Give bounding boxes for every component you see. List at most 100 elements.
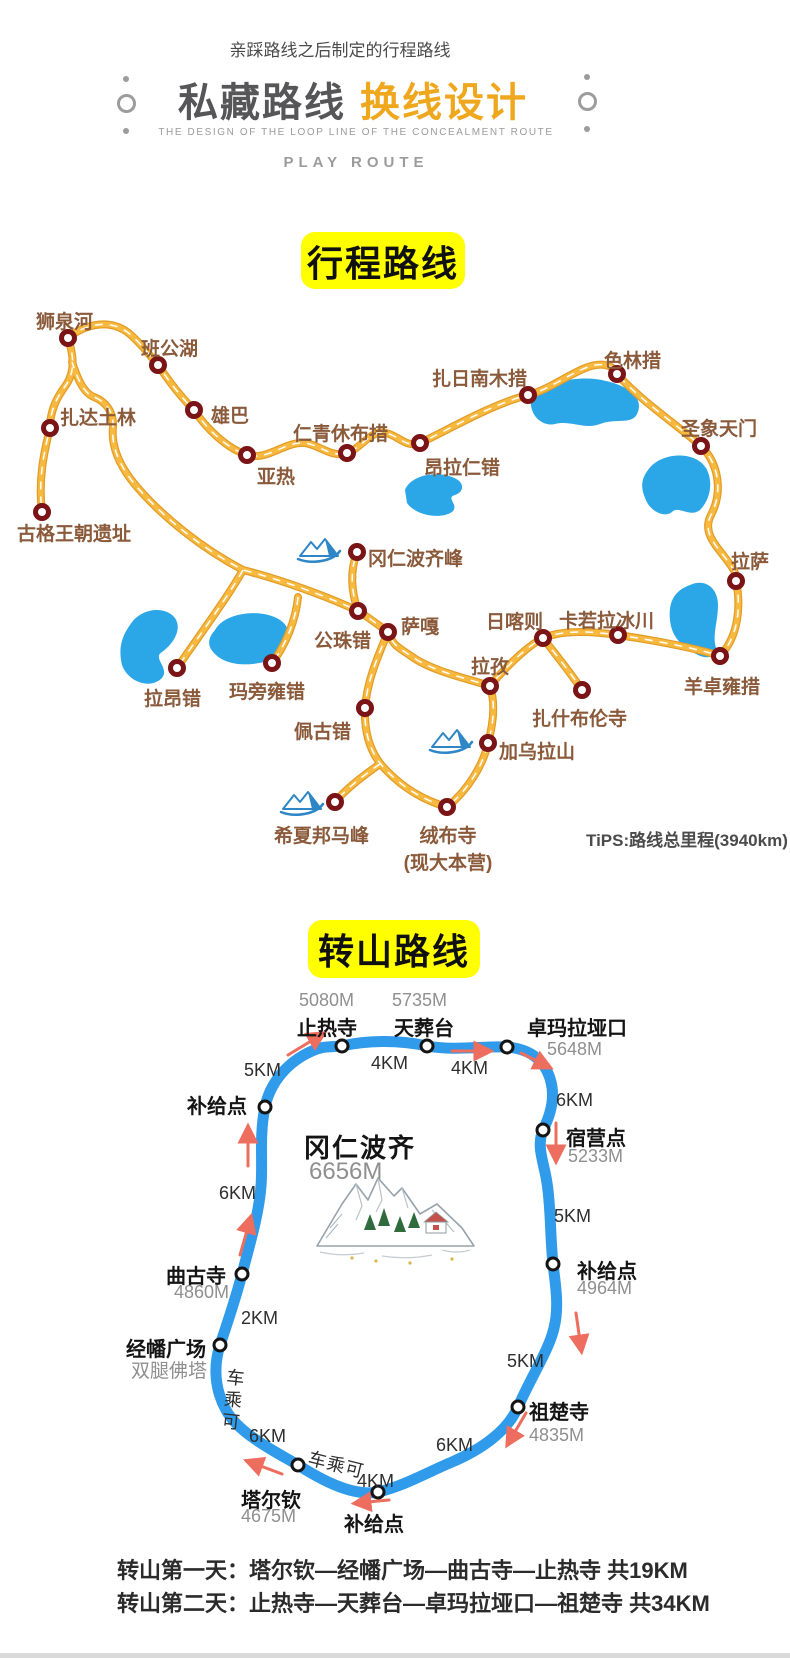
map1-location-label: 拉昂错	[144, 689, 202, 710]
station-altitude: 4860M	[174, 1282, 230, 1302]
station-altitude: 4835M	[529, 1425, 585, 1445]
kora-direction-arrows	[236, 1031, 590, 1513]
map1-nodes	[33, 329, 745, 816]
route-node	[348, 543, 366, 561]
peak-name: 冈仁波齐	[304, 1133, 417, 1163]
distance-label: 2KM	[241, 1308, 279, 1328]
distance-label: 5KM	[554, 1206, 592, 1226]
route-node	[356, 699, 374, 717]
ornament-dot	[584, 74, 590, 80]
ornament-ring	[578, 92, 597, 111]
station-label: 曲古寺	[166, 1266, 226, 1288]
kora-node	[370, 1484, 386, 1500]
route-node	[41, 419, 59, 437]
distance-label: 4KM	[357, 1471, 395, 1491]
station-label: 宿营点	[566, 1128, 626, 1150]
station-altitude: 5233M	[568, 1146, 624, 1166]
map1-location-label: 古格王朝遗址	[17, 524, 132, 545]
route-node	[711, 647, 729, 665]
map1-location-label: 羊卓雍措	[684, 677, 761, 698]
station-label: 补给点	[344, 1514, 404, 1536]
route-node	[59, 329, 77, 347]
ornament-ring	[117, 94, 136, 113]
kora-node	[234, 1266, 250, 1282]
route-node	[573, 681, 591, 699]
route-node	[519, 386, 537, 404]
distance-label: 5KM	[244, 1060, 282, 1080]
route-node	[438, 798, 456, 816]
header-tagline: 亲踩路线之后制定的行程路线	[229, 41, 451, 60]
kora-node	[257, 1099, 273, 1115]
kora-node	[334, 1038, 350, 1054]
station-label: 天葬台	[394, 1018, 454, 1040]
mountain-icon	[279, 790, 325, 817]
ornament-dot	[123, 76, 129, 82]
kora-node	[510, 1399, 526, 1415]
station-label: 塔尔钦	[241, 1490, 301, 1512]
route-node	[379, 623, 397, 641]
map1-location-label: 玛旁雍错	[229, 682, 306, 703]
station-subtitle: 双腿佛塔	[131, 1361, 208, 1382]
station-label: 补给点	[187, 1096, 247, 1118]
station-label: 止热寺	[297, 1018, 357, 1040]
map1-tips: TiPS:路线总里程(3940km)	[586, 831, 788, 850]
kailash-illustration	[316, 1177, 475, 1265]
station-label: 补给点	[577, 1261, 637, 1283]
map1-location-label: 加乌拉山	[499, 742, 576, 763]
route-node	[349, 602, 367, 620]
map1-location-label: 希夏邦马峰	[274, 826, 370, 847]
distance-label: 6KM	[249, 1426, 287, 1446]
map1-location-label: 拉孜	[471, 657, 510, 678]
route-node	[185, 401, 203, 419]
distance-label: 4KM	[371, 1053, 409, 1073]
route-node	[33, 503, 51, 521]
map1-location-label: 班公湖	[141, 339, 199, 360]
map1-location-label: 拉萨	[731, 552, 770, 573]
route-node	[149, 356, 167, 374]
title-accent: 换线设计	[360, 81, 528, 125]
map1-title: 行程路线	[306, 242, 459, 284]
route-node	[479, 734, 497, 752]
route-node	[481, 677, 499, 695]
title-main: 私藏路线	[178, 81, 346, 125]
station-altitude: 5080M	[299, 990, 355, 1010]
map2-title-badge: 转山路线	[308, 920, 480, 978]
distance-label: 6KM	[556, 1090, 594, 1110]
ornament-dot	[123, 128, 129, 134]
station-altitude: 4964M	[577, 1278, 633, 1298]
ornament-dot	[584, 126, 590, 132]
kora-node	[419, 1038, 435, 1054]
map1-location-label: 色林措	[604, 351, 662, 372]
map1-location-label: 仁青休布措	[293, 424, 389, 445]
map1-location-label: 狮泉河	[36, 312, 94, 333]
distance-label: 4KM	[451, 1058, 489, 1078]
map1-location-label: 萨嘎	[401, 617, 440, 638]
map1-location-label: 昂拉仁错	[424, 458, 501, 479]
kora-route	[210, 1036, 563, 1499]
kora-node	[499, 1039, 515, 1055]
kora-node	[290, 1457, 306, 1473]
route-node	[609, 626, 627, 644]
map1-location-label: 佩古错	[294, 722, 352, 743]
kora-node	[545, 1256, 561, 1272]
station-altitude: 4675M	[241, 1506, 297, 1526]
header-subtitle-en: THE DESIGN OF THE LOOP LINE OF THE CONCE…	[158, 127, 554, 138]
station-label: 祖楚寺	[529, 1402, 589, 1424]
kora-node	[212, 1337, 228, 1353]
mountain-icon	[428, 728, 474, 755]
station-label: 经幡广场	[126, 1339, 206, 1361]
map2-nodes	[212, 1038, 561, 1500]
map1-lakes	[120, 378, 718, 684]
map1-location-label: 卡若拉冰川	[559, 611, 655, 632]
map1-location-label: 雄巴	[211, 406, 250, 427]
map1-location-label: 绒布寺(现大本营)	[398, 821, 498, 875]
route-node	[411, 434, 429, 452]
kora-day2-summary: 转山第二天：止热寺—天葬台—卓玛拉垭口—祖楚寺 共34KM	[117, 1591, 710, 1616]
map1-location-label: 公珠错	[314, 631, 372, 652]
station-altitude: 5648M	[547, 1039, 603, 1059]
distance-label: 5KM	[507, 1351, 545, 1371]
map1-location-label: 冈仁波齐峰	[368, 549, 464, 570]
distance-label: 6KM	[436, 1435, 474, 1455]
map1-location-label: 圣象天门	[681, 419, 758, 440]
